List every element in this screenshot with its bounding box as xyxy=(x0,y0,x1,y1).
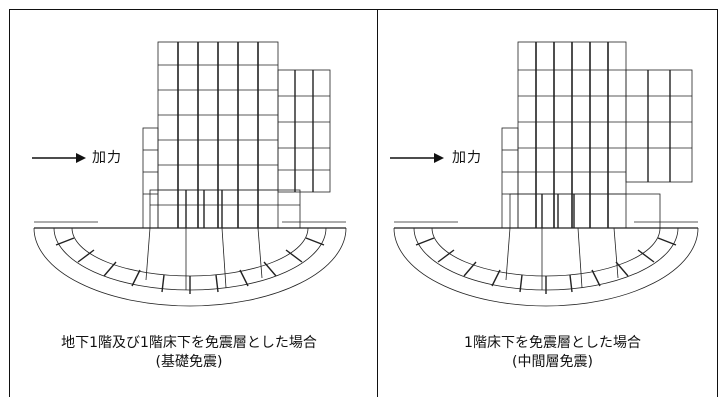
structure-drawing-mid-story-isolation xyxy=(393,41,699,307)
panel-mid-story-isolation: 加力 xyxy=(378,0,727,397)
frame-left-border xyxy=(9,9,10,397)
caption-mid-story-isolation: 1階床下を免震層とした場合 (中間層免震) xyxy=(378,334,727,372)
load-label: 加力 xyxy=(452,150,482,166)
frame-top-border xyxy=(9,9,718,10)
frame-center-divider xyxy=(377,9,378,397)
caption-line-1: 1階床下を免震層とした場合 xyxy=(464,335,641,351)
load-arrow-icon xyxy=(390,153,444,163)
load-label: 加力 xyxy=(92,150,122,166)
panel-base-isolation: 加力 xyxy=(0,41,378,372)
caption-base-isolation: 地下1階及び1階床下を免震層とした場合 (基礎免震) xyxy=(0,334,378,372)
load-arrow-icon xyxy=(32,153,86,163)
caption-line-1: 地下1階及び1階床下を免震層とした場合 xyxy=(61,335,317,351)
structure-drawing-base-isolation xyxy=(33,41,347,307)
caption-line-2: (基礎免震) xyxy=(155,353,223,370)
frame-right-border xyxy=(717,9,718,397)
caption-line-2: (中間層免震) xyxy=(512,353,593,370)
